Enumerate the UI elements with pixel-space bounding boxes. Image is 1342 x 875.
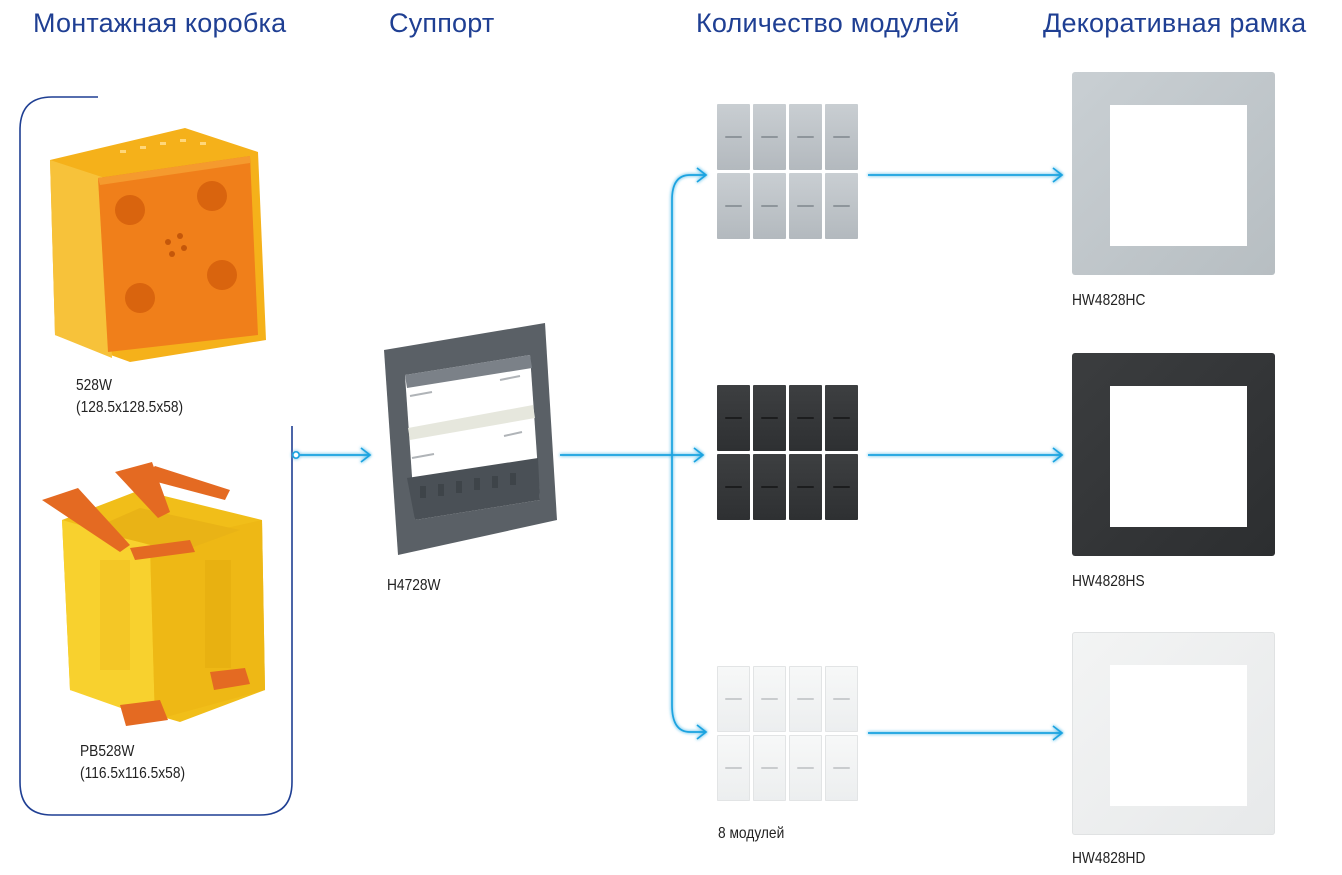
module-key [789,173,822,239]
module-key [753,454,786,520]
arrowhead-frame-white [1052,725,1064,741]
modules-block-dark [717,385,858,520]
module-key [825,173,858,239]
module-key [789,104,822,170]
module-key [717,385,750,451]
module-key [717,454,750,520]
module-key [825,454,858,520]
module-key [753,735,786,801]
header-modules: Количество модулей [696,8,960,38]
module-key [717,173,750,239]
arrowhead-bottom-modules [696,724,708,740]
frame-hw4828hc-code: HW4828HC [1072,292,1146,309]
module-key [717,104,750,170]
module-key [789,666,822,732]
arrowhead-middle-modules [693,447,705,463]
module-key [825,104,858,170]
modules-block-silver [717,104,858,239]
header-frame: Декоративная рамка [1043,8,1307,38]
frame-dark-image [1072,353,1275,556]
arrowhead-top-modules [696,167,708,183]
module-key [717,735,750,801]
frame-white-image [1072,632,1275,835]
support-code: H4728W [387,577,441,594]
box-group-bracket [19,96,293,816]
module-key [825,666,858,732]
module-key [753,666,786,732]
header-mounting-box: Монтажная коробка [33,8,287,38]
support-frame-image [384,323,557,555]
module-key [825,385,858,451]
module-key [789,385,822,451]
arrowhead-frame-silver [1052,167,1064,183]
box-528w-size: (128.5x128.5x58) [76,399,184,416]
frame-silver-image [1072,72,1275,275]
modules-count-label: 8 модулей [718,825,785,842]
module-key [789,735,822,801]
module-key [825,735,858,801]
mounting-box-orange-image [50,128,266,362]
arrowhead-frame-dark [1052,447,1064,463]
branch-trunk [671,174,706,733]
modules-block-white [717,666,858,801]
mounting-box-yellow-image [42,462,265,726]
module-key [717,666,750,732]
box-pb528w-code: PB528W [80,743,135,760]
module-key [753,173,786,239]
connector-dot [291,450,301,460]
frame-hw4828hd-code: HW4828HD [1072,850,1146,867]
box-528w-code: 528W [76,377,112,394]
module-key [753,385,786,451]
module-key [789,454,822,520]
frame-hw4828hs-code: HW4828HS [1072,573,1145,590]
header-support: Суппорт [389,8,495,38]
arrowhead-support [360,447,372,463]
module-key [753,104,786,170]
box-pb528w-size: (116.5x116.5x58) [80,765,186,782]
